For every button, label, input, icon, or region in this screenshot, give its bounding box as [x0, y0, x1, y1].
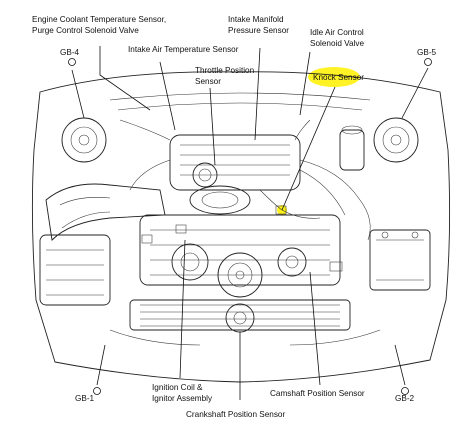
- label-gb2: GB-2: [395, 394, 415, 403]
- leader-iat: [159, 61, 176, 131]
- label-coil-line2: Ignitor Assembly: [152, 394, 213, 403]
- gb4-marker: [68, 58, 76, 66]
- knock-sensor-highlight: [308, 67, 360, 87]
- gb2-marker: [401, 387, 409, 395]
- leader-gb4: [71, 69, 85, 119]
- label-gb4: GB-4: [60, 48, 80, 57]
- label-imp-line2: Pressure Sensor: [228, 26, 289, 35]
- leader-imp: [254, 47, 261, 141]
- label-gb5: GB-5: [417, 48, 437, 57]
- leader-knock: [281, 86, 336, 211]
- label-crankshaft: Crankshaft Position Sensor: [186, 410, 285, 419]
- leader-gb1: [96, 344, 106, 386]
- label-iat: Intake Air Temperature Sensor: [128, 45, 239, 54]
- leader-tps: [209, 87, 216, 166]
- label-tps-line1: Throttle Position: [195, 66, 255, 75]
- leader-iac: [299, 51, 311, 116]
- leader-gb2: [394, 344, 406, 386]
- label-ect: Engine Coolant Temperature Sensor,: [32, 15, 166, 24]
- label-camshaft: Camshaft Position Sensor: [270, 389, 365, 398]
- label-gb1: GB-1: [75, 394, 95, 403]
- label-iac-line2: Solenoid Valve: [310, 39, 364, 48]
- leader-lines: [71, 46, 429, 400]
- gb1-marker: [93, 387, 101, 395]
- engine-line-art: [31, 71, 451, 383]
- label-coil-line1: Ignition Coil &: [152, 383, 203, 392]
- leader-ect: [99, 46, 151, 111]
- label-purge: Purge Control Solenoid Valve: [32, 26, 139, 35]
- gb5-marker: [424, 58, 432, 66]
- label-iac-line1: Idle Air Control: [310, 28, 364, 37]
- leader-coil: [179, 239, 186, 379]
- leader-cam: [309, 271, 321, 386]
- leader-gb5: [401, 67, 429, 119]
- label-tps-line2: Sensor: [195, 77, 221, 86]
- label-knock-sensor: Knock Sensor: [313, 73, 364, 82]
- label-imp-line1: Intake Manifold: [228, 15, 284, 24]
